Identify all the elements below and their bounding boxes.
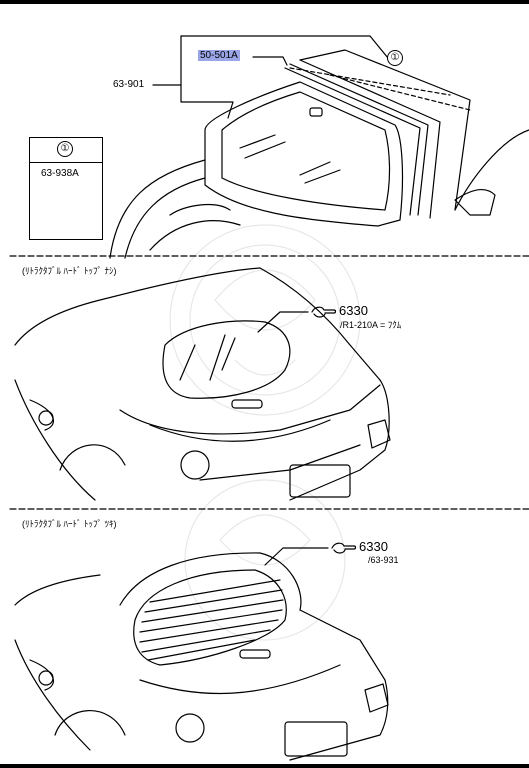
bottom-border [0,764,529,768]
section-header-with-hardtop: (ﾘﾄﾗｸﾀﾌﾞﾙ ﾊｰﾄﾞ ﾄｯﾌﾟ ﾂｷ) [22,519,117,529]
ref-number-6330-b[interactable]: 6330 [359,539,388,554]
part-label-50-501A[interactable]: 50-501A [198,50,240,61]
part-label-63-901[interactable]: 63-901 [113,79,145,90]
ref-sub-a: /R1-210A = ﾌｸﾑ [340,320,402,330]
top-border [0,0,529,4]
rear-window-glass [162,320,291,399]
rear-car-section-2 [14,267,391,501]
license-plate-2 [289,464,351,498]
legend-header [30,138,102,163]
watermark-emblem [169,224,361,641]
section-header-without-hardtop: (ﾘﾄﾗｸﾀﾌﾞﾙ ﾊｰﾄﾞ ﾄｯﾌﾟ ﾅｼ) [22,266,117,276]
windshield-frame [204,81,404,227]
leader-6330-a [257,311,309,333]
rear-car-section-3 [14,547,389,761]
legend-callout-circle: ① [57,141,73,157]
pointing-hand-icon [311,306,337,318]
windshield-section [109,35,529,259]
ref-sub-b: /63-931 [368,555,399,565]
rear-view-mirror [309,107,323,117]
license-plate-3 [284,721,348,757]
ref-number-6330-a[interactable]: 6330 [339,303,368,318]
car-body-front [109,159,206,259]
pointing-hand-icon [331,542,357,554]
leader-50-501A [252,56,288,66]
leader-6330-b [264,547,329,566]
windshield-glass [221,91,391,211]
callout-circle-1: ① [387,50,403,66]
legend-box [29,137,103,240]
hardtop-glass [133,569,287,666]
leader-63-901 [152,84,234,119]
part-label-63-938A[interactable]: 63-938A [41,168,79,179]
leader-circle1 [180,35,389,59]
